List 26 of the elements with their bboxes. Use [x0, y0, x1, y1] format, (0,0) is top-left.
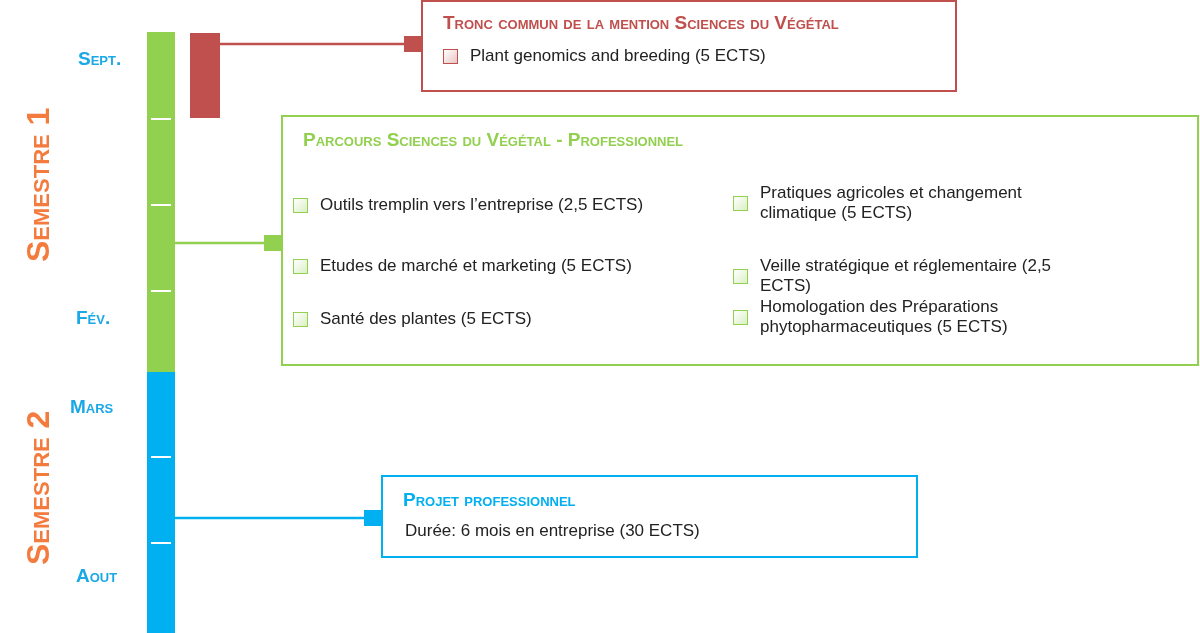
course-item: Outils tremplin vers l’entreprise (2,5 ECTS): [320, 195, 644, 215]
connector-line: [175, 235, 281, 251]
month-label: Fév.: [76, 307, 111, 329]
course-box: [281, 115, 1199, 366]
course-item: Veille stratégique et réglementaire (2,5 ECTS): [760, 256, 1053, 296]
semester-label: Semestre 2: [20, 410, 57, 565]
box-heading: Projet professionnel: [403, 489, 576, 511]
course-box: [421, 0, 957, 92]
connector-line: [220, 36, 421, 52]
month-label: Sept.: [78, 48, 122, 70]
course-item: Durée: 6 mois en entreprise (30 ECTS): [405, 521, 700, 541]
course-item: Pratiques agricoles et changement climatique (5 ECTS): [760, 183, 1023, 223]
connector-line: [175, 510, 381, 526]
timeline-bar: [147, 32, 175, 372]
course-box: [381, 475, 918, 558]
course-item: Santé des plantes (5 ECTS): [320, 309, 532, 329]
month-label: Aout: [76, 565, 118, 587]
box-heading: Parcours Sciences du Végétal - Professionnel: [303, 129, 684, 151]
box-heading: Tronc commun de la mention Sciences du Végétal: [443, 12, 839, 34]
course-item: Etudes de marché et marketing (5 ECTS): [320, 256, 632, 276]
month-label: Mars: [70, 396, 114, 418]
course-item: Homologation des Préparations phytopharmaceutiques (5 ECTS): [760, 297, 1009, 337]
semester-label: Semestre 1: [20, 107, 57, 262]
timeline-bar: [190, 33, 220, 118]
timeline-bar: [147, 372, 175, 633]
course-item: Plant genomics and breeding (5 ECTS): [470, 46, 766, 66]
